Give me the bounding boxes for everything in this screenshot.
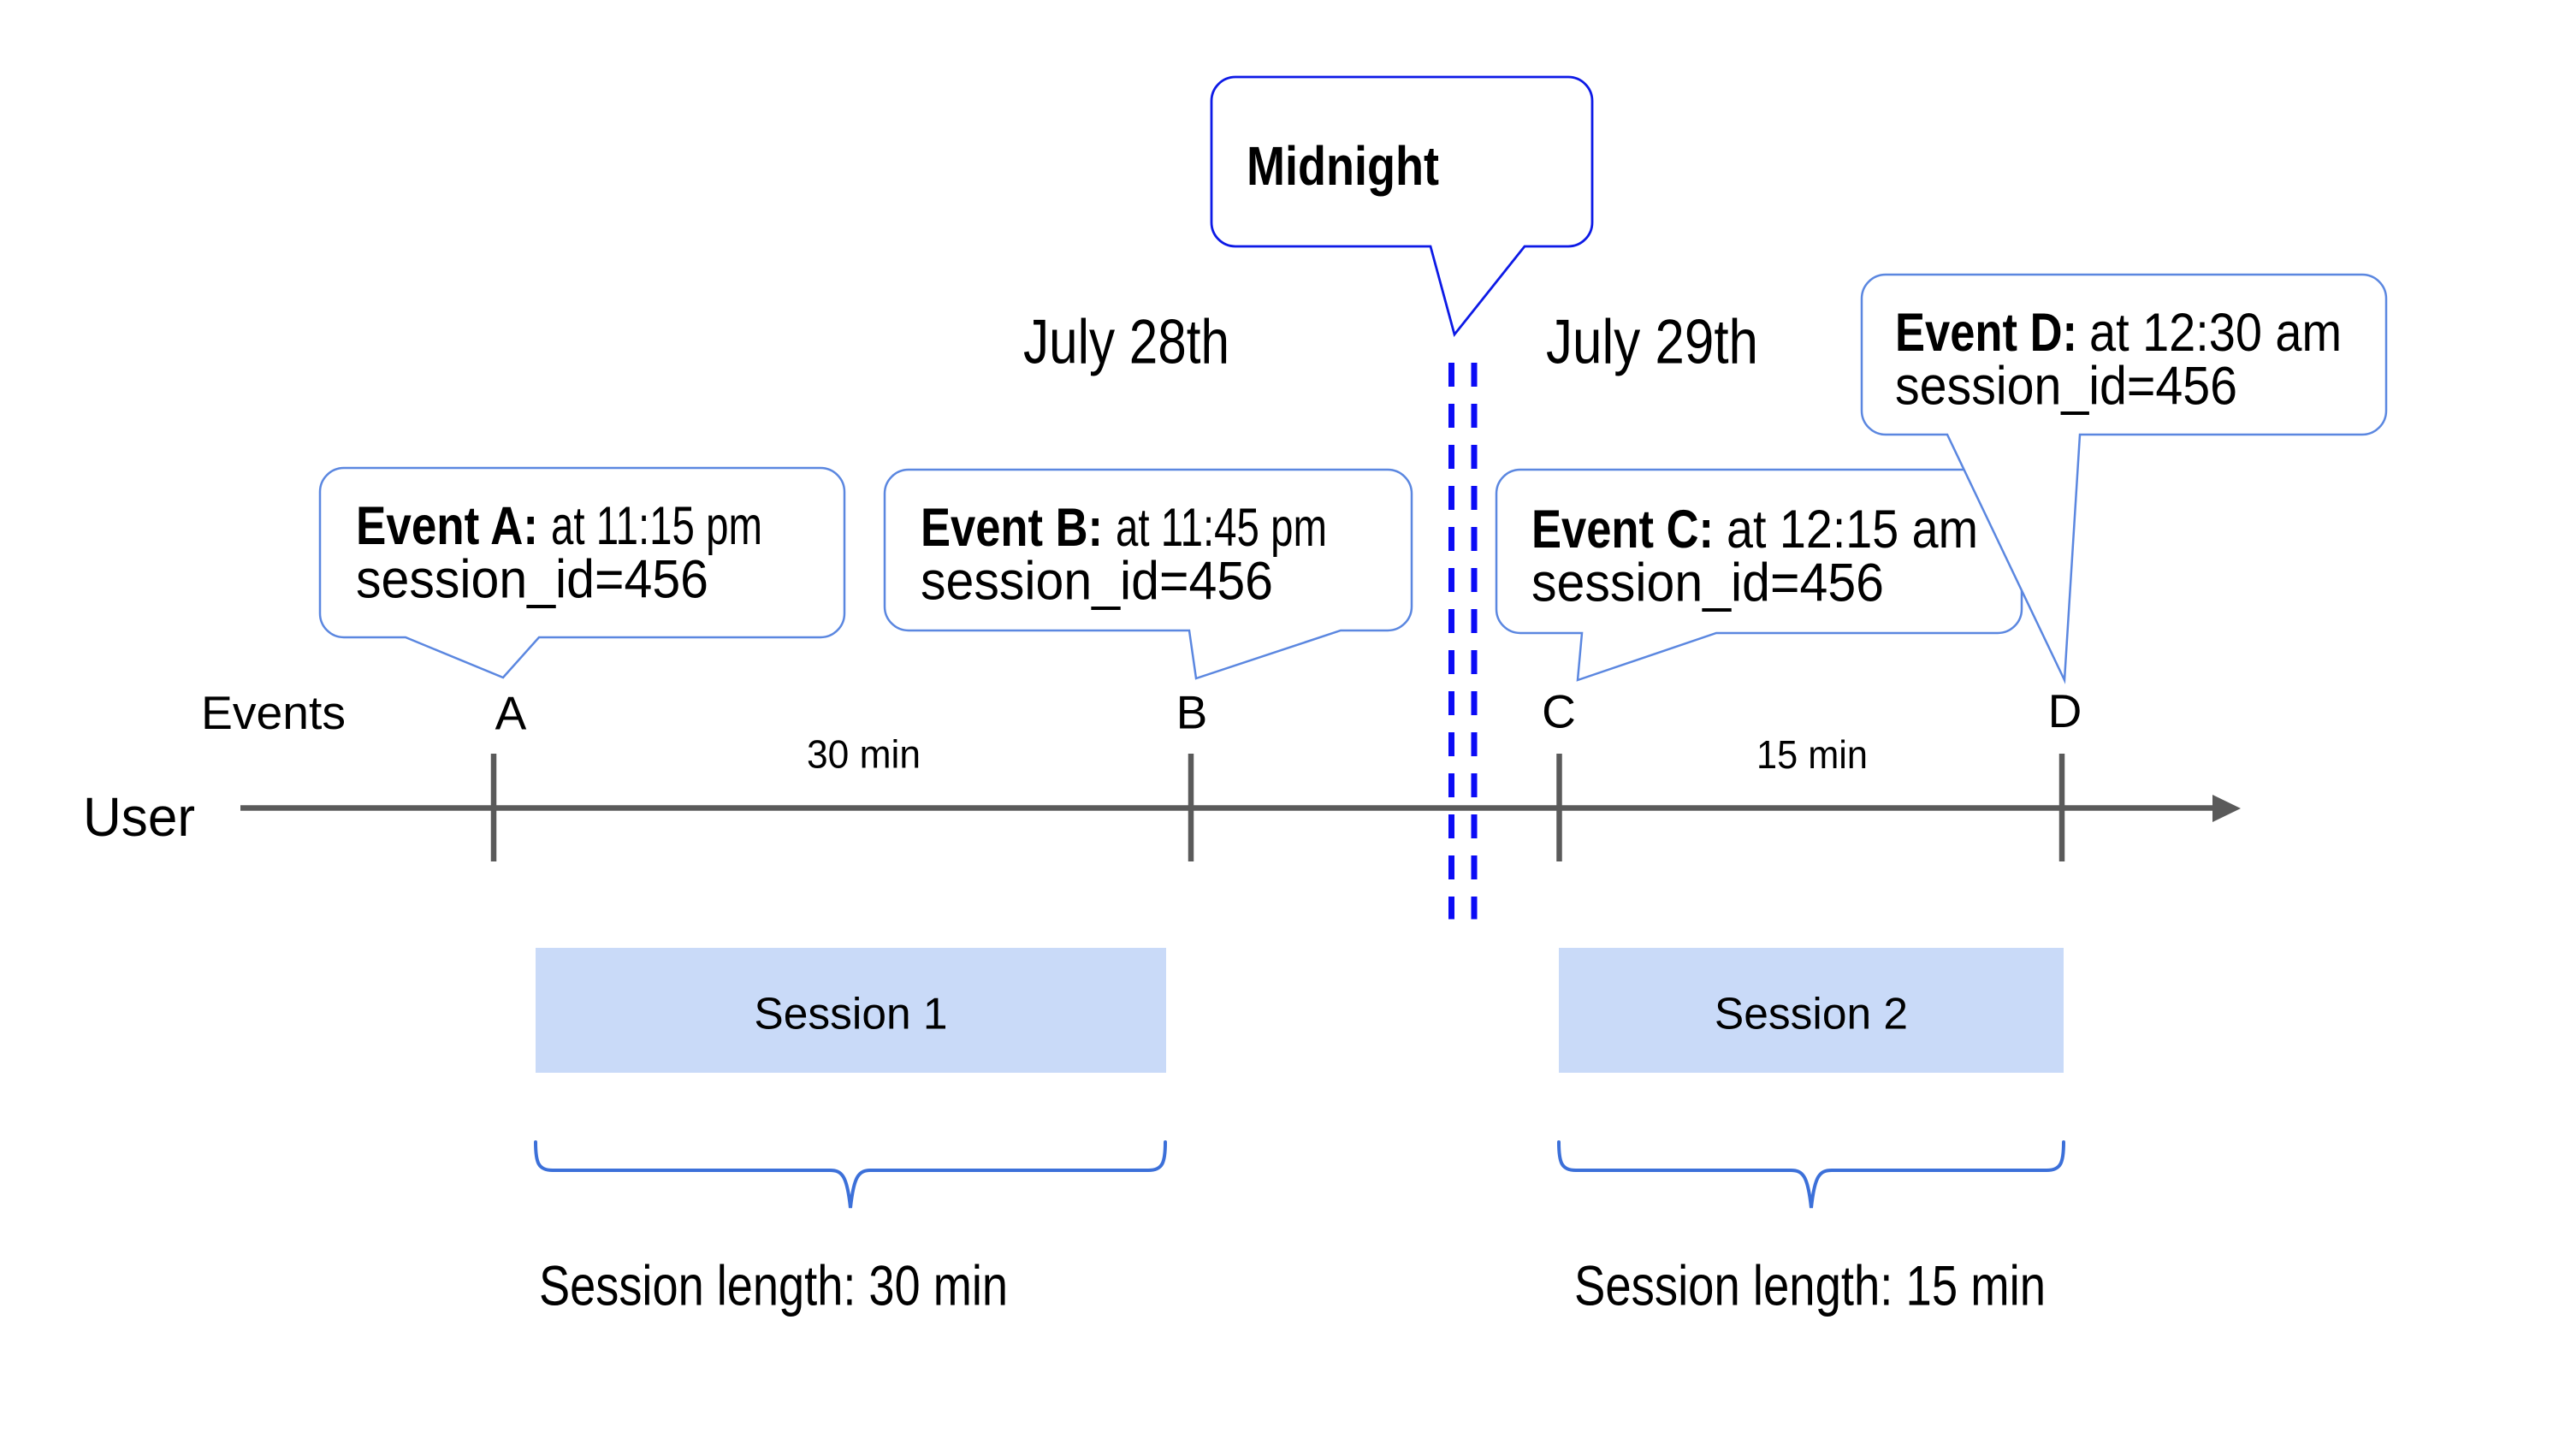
svg-text:Events: Events bbox=[201, 686, 346, 739]
svg-text:Event B:: Event B: bbox=[921, 498, 1103, 558]
svg-text:Session 1: Session 1 bbox=[754, 989, 947, 1039]
svg-text:Event D:: Event D: bbox=[1895, 303, 2077, 363]
svg-text:Midnight: Midnight bbox=[1247, 135, 1439, 197]
svg-text:session_id=456: session_id=456 bbox=[1895, 357, 2237, 417]
svg-text:B: B bbox=[1176, 686, 1208, 739]
svg-text:30 min: 30 min bbox=[807, 732, 921, 777]
svg-text:session_id=456: session_id=456 bbox=[1531, 553, 1884, 613]
svg-text:at 11:15 pm: at 11:15 pm bbox=[551, 496, 762, 556]
svg-text:at 12:15 am: at 12:15 am bbox=[1727, 500, 1978, 559]
svg-text:session_id=456: session_id=456 bbox=[921, 552, 1273, 612]
svg-text:at 11:45 pm: at 11:45 pm bbox=[1116, 498, 1327, 558]
svg-text:A: A bbox=[495, 687, 527, 740]
svg-text:session_id=456: session_id=456 bbox=[356, 550, 708, 610]
svg-text:at 12:30 am: at 12:30 am bbox=[2089, 303, 2342, 363]
svg-text:July 28th: July 28th bbox=[1023, 308, 1229, 377]
svg-text:C: C bbox=[1542, 685, 1576, 738]
svg-text:Session length: 15 min: Session length: 15 min bbox=[1574, 1254, 2046, 1317]
svg-text:15 min: 15 min bbox=[1756, 732, 1868, 777]
svg-text:Session 2: Session 2 bbox=[1715, 989, 1908, 1039]
svg-text:Event A:: Event A: bbox=[356, 496, 538, 556]
svg-text:Session length: 30 min: Session length: 30 min bbox=[539, 1254, 1008, 1317]
svg-text:User: User bbox=[83, 786, 195, 848]
svg-text:D: D bbox=[2048, 684, 2082, 737]
svg-text:July 29th: July 29th bbox=[1546, 308, 1758, 377]
svg-text:Event C:: Event C: bbox=[1531, 500, 1714, 559]
